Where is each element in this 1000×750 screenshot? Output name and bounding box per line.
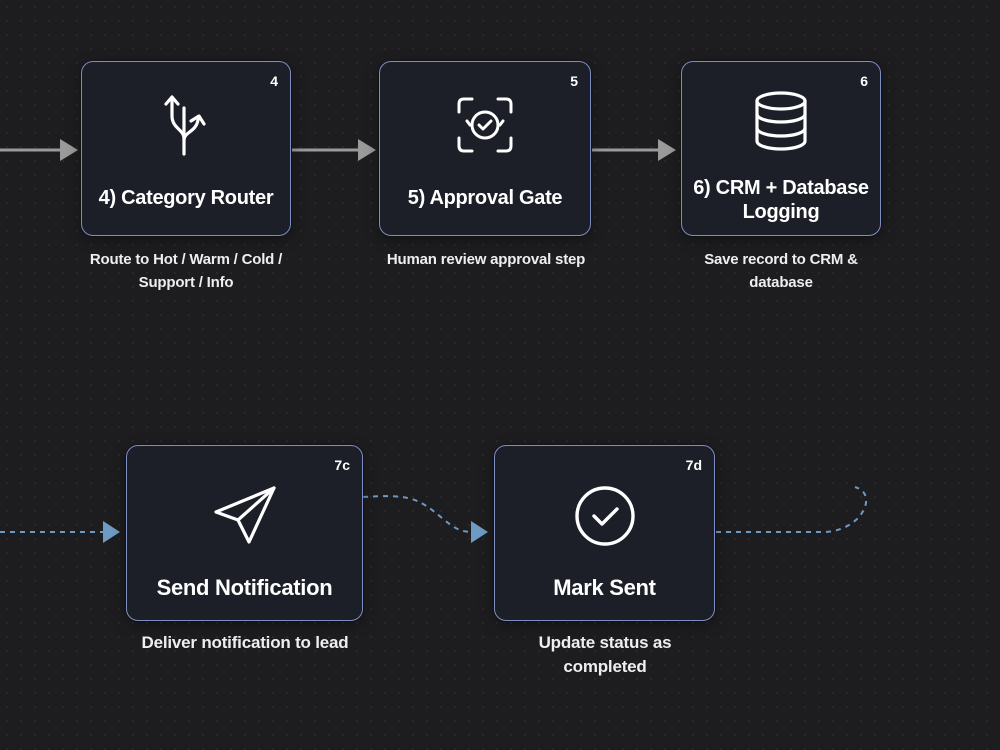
connector-from-7d	[716, 486, 868, 533]
node-title: Send Notification	[156, 575, 333, 600]
arrowhead-into-6	[658, 139, 676, 161]
node-category-router[interactable]: 4 4) Category Router	[81, 61, 291, 236]
node-send-notification[interactable]: 7c Send Notification	[126, 445, 363, 621]
node-approval-gate[interactable]: 5 5) Approval Gate	[379, 61, 591, 236]
node-description-send-notification: Deliver notification to lead	[141, 633, 349, 652]
node-number: 7d	[685, 457, 702, 473]
arrowhead-into-4	[60, 139, 78, 161]
node-description-category-router: Route to Hot / Warm / Cold / Support / I…	[89, 251, 283, 291]
node-title: 5) Approval Gate	[407, 187, 563, 209]
node-mark-sent[interactable]: 7d Mark Sent	[494, 445, 715, 621]
node-description-approval-gate: Human review approval step	[386, 251, 586, 268]
node-crm-database-logging[interactable]: 6 6) CRM + Database Logging	[681, 61, 881, 236]
node-number: 7c	[334, 457, 350, 473]
router-split-icon	[164, 95, 206, 156]
node-title: 4) Category Router	[98, 187, 274, 209]
paper-plane-icon	[213, 486, 276, 544]
arrowhead-into-7d	[471, 521, 488, 543]
arrowhead-into-7c	[103, 521, 120, 543]
node-description-crm-database-logging: Save record to CRM & database	[704, 251, 858, 291]
node-title: Mark Sent	[553, 575, 656, 600]
node-title: 6) CRM + Database Logging	[693, 177, 869, 223]
database-icon	[755, 91, 807, 151]
node-description-mark-sent: Update status as completed	[538, 633, 672, 676]
connector-7c-to-7d	[362, 495, 475, 533]
node-number: 4	[270, 73, 278, 89]
scan-check-icon	[457, 97, 513, 153]
node-number: 5	[570, 73, 578, 89]
node-number: 6	[860, 73, 868, 89]
arrowhead-into-5	[358, 139, 376, 161]
check-circle-icon	[574, 486, 635, 546]
